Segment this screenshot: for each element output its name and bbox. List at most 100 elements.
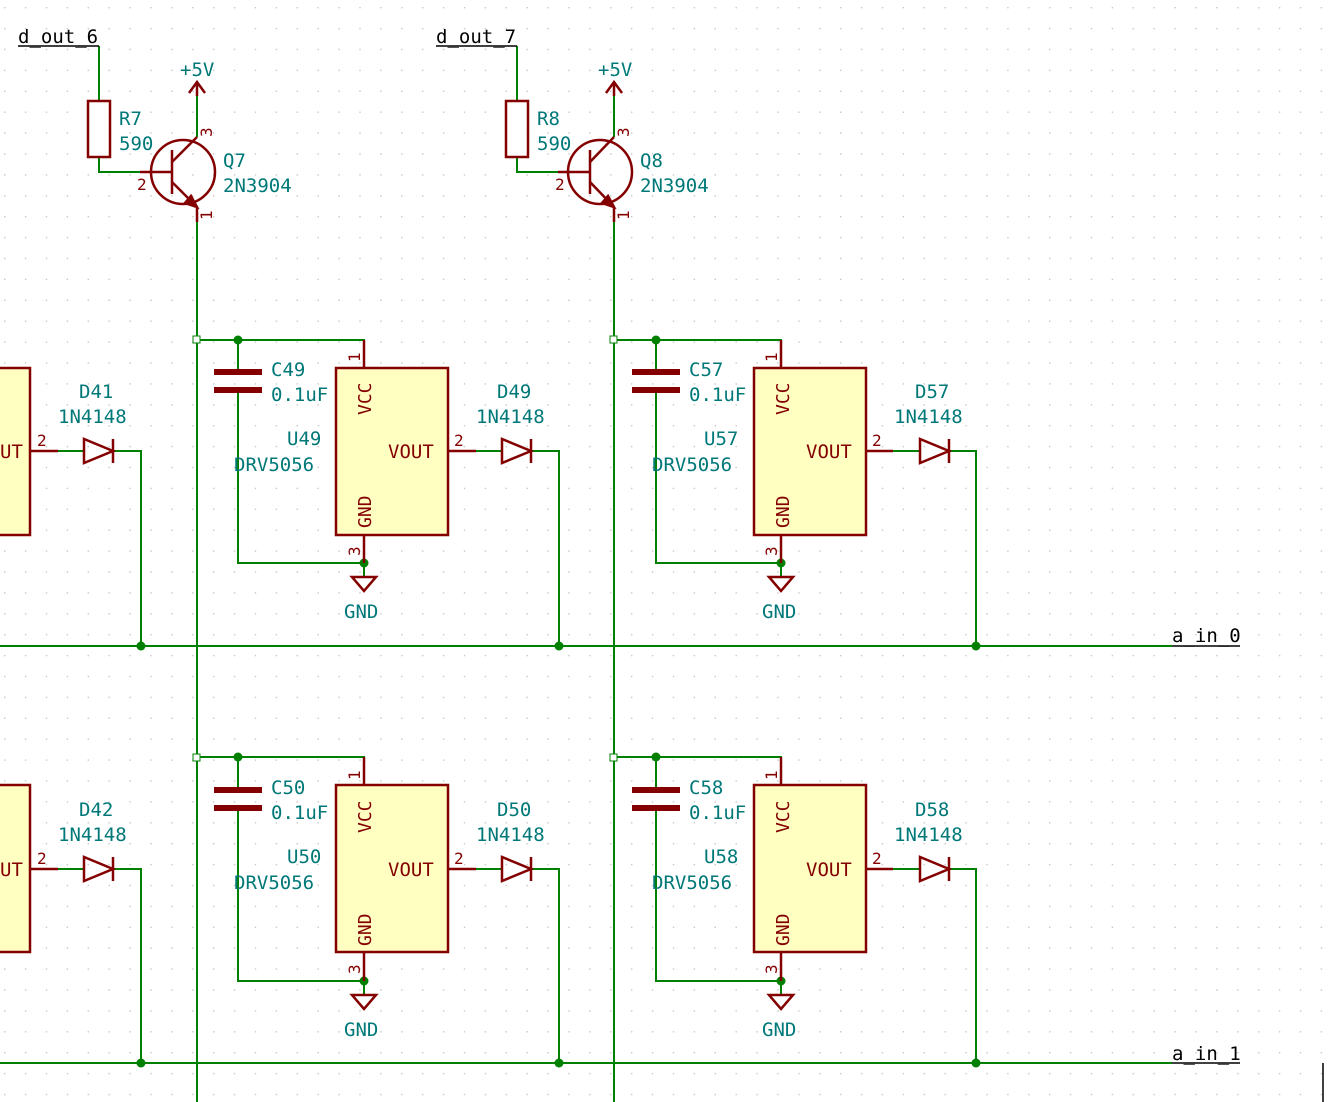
d58-value: 1N4148 — [894, 824, 963, 846]
wire-markers — [192, 335, 618, 762]
d50-ref: D50 — [497, 799, 531, 821]
u57-ref: U57 — [704, 428, 738, 450]
junction-d42 — [136, 1058, 146, 1068]
capacitor-c50[interactable] — [214, 787, 262, 811]
gnd-label-u58: GND — [762, 1019, 796, 1041]
grid-dots — [4, 7, 1323, 1096]
power-5v-q7 — [187, 79, 207, 96]
c50-value: 0.1uF — [271, 802, 328, 824]
u50-vcc-pin: VCC — [355, 800, 376, 833]
u49-gnd-pin: GND — [355, 495, 376, 528]
junction-d57 — [971, 641, 981, 651]
marker-q7-vcc-bottom — [192, 753, 201, 762]
junction-d49 — [554, 641, 564, 651]
resistor-r7-body[interactable] — [86, 99, 112, 159]
r7-ref: R7 — [119, 108, 142, 130]
diode-d58[interactable] — [918, 855, 953, 883]
diode-d41[interactable] — [82, 437, 117, 465]
q8-pin-1: 1 — [614, 210, 633, 220]
resistor-r8-body[interactable] — [504, 99, 530, 159]
c49-value: 0.1uF — [271, 384, 328, 406]
wire-d57-cathode — [949, 450, 977, 646]
q8-pin-3: 3 — [614, 127, 633, 137]
transistor-q8[interactable] — [558, 136, 634, 222]
net-label-a-in-0: a_in_0 — [1172, 625, 1241, 647]
gnd-symbol-u50 — [349, 993, 379, 1011]
q7-value: 2N3904 — [223, 175, 292, 197]
q7-ref: Q7 — [223, 150, 246, 172]
wire-r8-base — [516, 158, 558, 173]
gnd-symbol-u57 — [766, 575, 796, 593]
wire-d58-cathode — [949, 868, 977, 1063]
c57-ref: C57 — [689, 359, 723, 381]
ic-u50-body[interactable] — [334, 783, 450, 954]
d42-ref: D42 — [79, 799, 113, 821]
u57-vout-pin: VOUT — [806, 441, 852, 463]
q8-value: 2N3904 — [640, 175, 709, 197]
wire-d41-cathode — [113, 450, 142, 646]
junctions — [136, 335, 981, 1068]
c49-ref: C49 — [271, 359, 305, 381]
junction-c58 — [651, 752, 661, 762]
transistor-q7[interactable] — [140, 136, 217, 222]
ic-partial-top-body[interactable] — [0, 366, 32, 537]
ic-partial-bottom-body[interactable] — [0, 783, 32, 954]
q8-ref: Q8 — [640, 150, 663, 172]
d58-ref: D58 — [915, 799, 949, 821]
u57-pin-2: 2 — [872, 431, 882, 450]
power-label-5v-q7: +5V — [180, 59, 214, 81]
symbols — [30, 79, 953, 1011]
wire-d50-cathode — [531, 868, 560, 1063]
diode-d50[interactable] — [500, 855, 535, 883]
u58-gnd-pin: GND — [773, 913, 794, 946]
u49-value: DRV5056 — [234, 454, 314, 476]
d49-ref: D49 — [497, 381, 531, 403]
wire-c58-bottom — [655, 810, 781, 982]
power-5v-q8 — [604, 79, 624, 96]
u58-vcc-pin: VCC — [773, 800, 794, 833]
partial-ic-top-vout: UT — [0, 441, 23, 463]
u49-ref: U49 — [287, 428, 321, 450]
r7-value: 590 — [119, 133, 153, 155]
wire-d49-cathode — [531, 450, 560, 646]
net-label-lines — [18, 45, 1240, 1064]
u50-pin-3: 3 — [345, 964, 364, 974]
gnd-label-u57: GND — [762, 601, 796, 623]
partial-bottom-pin-2: 2 — [37, 849, 47, 868]
c57-value: 0.1uF — [689, 384, 746, 406]
capacitor-c49[interactable] — [214, 369, 262, 393]
partial-top-pin-2: 2 — [37, 431, 47, 450]
gnd-symbol-u49 — [349, 575, 379, 593]
u49-pin-3: 3 — [345, 546, 364, 556]
ic-u57-body[interactable] — [752, 366, 868, 537]
wire-d42-cathode — [113, 868, 142, 1063]
u49-pin-1: 1 — [345, 352, 364, 362]
net-label-a-in-1: a_in_1 — [1172, 1043, 1241, 1065]
capacitor-c57[interactable] — [632, 369, 680, 393]
d41-value: 1N4148 — [58, 406, 127, 428]
d57-ref: D57 — [915, 381, 949, 403]
gnd-label-u50: GND — [344, 1019, 378, 1041]
q7-pin-3: 3 — [197, 127, 216, 137]
diode-d42[interactable] — [82, 855, 117, 883]
ic-u58-body[interactable] — [752, 783, 868, 954]
diode-d57[interactable] — [918, 437, 953, 465]
net-label-d-out-6: d_out_6 — [18, 26, 98, 48]
capacitor-c58[interactable] — [632, 787, 680, 811]
r8-value: 590 — [537, 133, 571, 155]
d49-value: 1N4148 — [476, 406, 545, 428]
u49-pin-2: 2 — [454, 431, 464, 450]
gnd-symbol-u58 — [766, 993, 796, 1011]
u49-vcc-pin: VCC — [355, 382, 376, 415]
u50-gnd-pin: GND — [355, 913, 376, 946]
d57-value: 1N4148 — [894, 406, 963, 428]
u50-pin-1: 1 — [345, 770, 364, 780]
u58-pin-1: 1 — [762, 770, 781, 780]
diode-d49[interactable] — [500, 437, 535, 465]
ic-u49-body[interactable] — [334, 366, 450, 537]
c58-ref: C58 — [689, 777, 723, 799]
wire-c57-bottom — [655, 392, 781, 564]
gnd-label-u49: GND — [344, 601, 378, 623]
